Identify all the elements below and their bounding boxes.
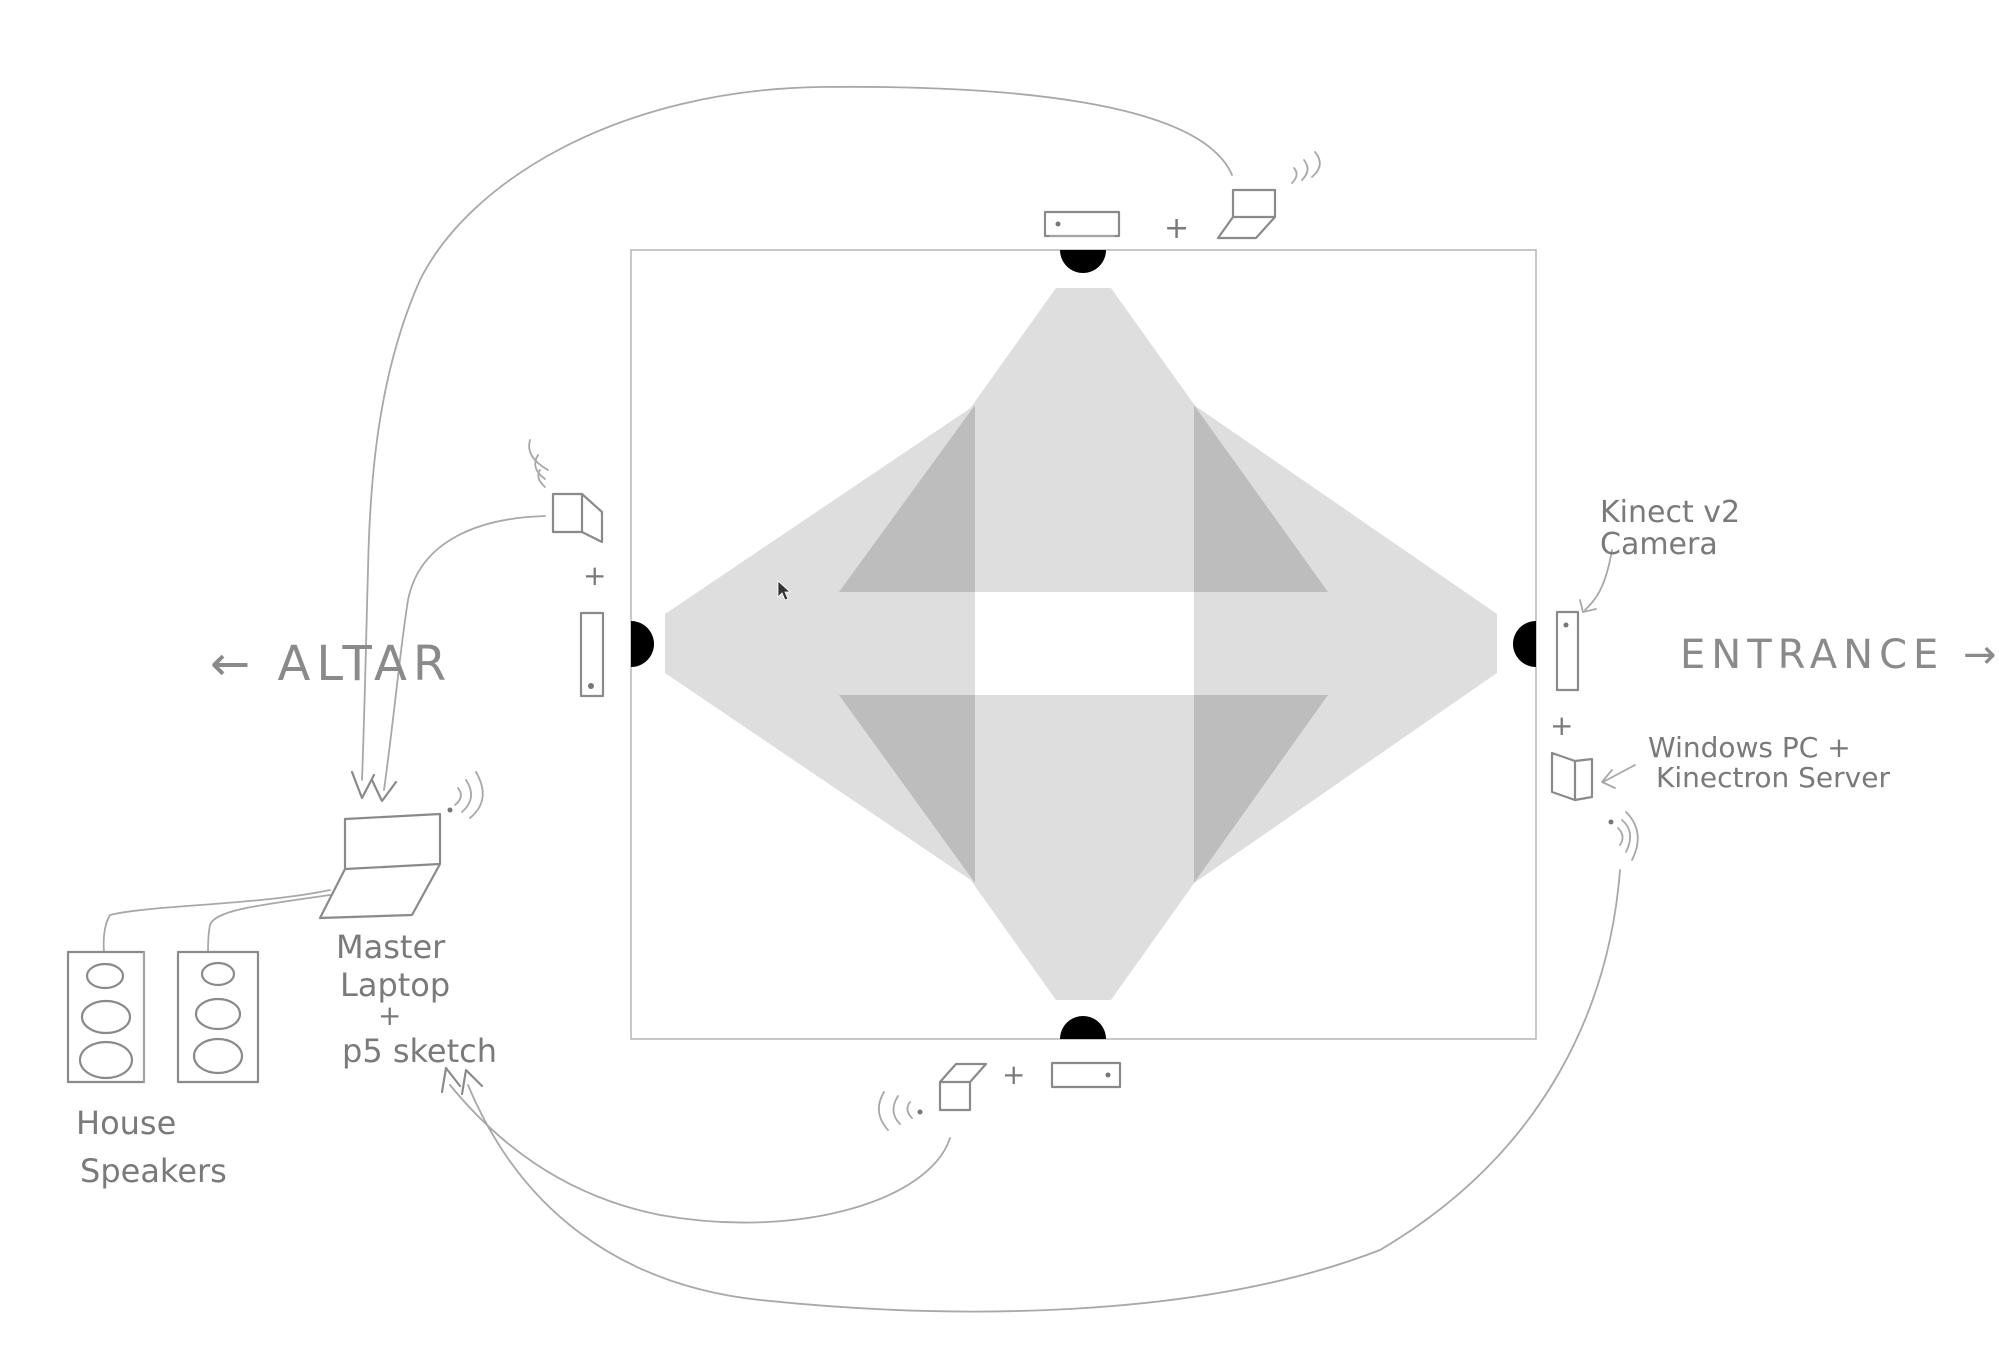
right-plus: + xyxy=(1550,709,1573,742)
right-wifi-icon xyxy=(1617,811,1639,861)
right-wifi-dot xyxy=(1608,819,1614,825)
sensor-right xyxy=(1513,621,1536,667)
connection-lines xyxy=(102,85,1636,1313)
master-laptop-icon xyxy=(318,812,442,920)
windows-label-line1: Windows PC + xyxy=(1648,731,1851,764)
connection-left-to-master xyxy=(383,515,546,791)
bottom-plus: + xyxy=(1002,1058,1025,1091)
overlap-upper-left xyxy=(839,405,975,592)
master-label-line3: + xyxy=(378,999,401,1032)
master-label-line2: Laptop xyxy=(340,966,450,1004)
sensor-left xyxy=(631,621,654,667)
right-kinect-icon xyxy=(1555,610,1580,692)
bottom-wifi-icon xyxy=(878,1091,913,1131)
speaker-right-cone-2 xyxy=(194,997,242,1031)
left-kinect-icon xyxy=(579,611,605,698)
arrowhead-bottom-connection xyxy=(440,1066,462,1094)
overlap-upper-right xyxy=(1194,405,1328,592)
bottom-kinect-icon xyxy=(1050,1061,1122,1089)
speaker-left-cone-1 xyxy=(85,962,125,990)
kinect-label-line2: Camera xyxy=(1600,527,1718,562)
master-wifi-icon xyxy=(454,771,484,819)
center-clear-zone xyxy=(975,592,1194,695)
right-pc-icon xyxy=(1550,751,1594,802)
sensor-top xyxy=(1060,250,1106,273)
entrance-label: ENTRANCE → xyxy=(1680,632,1999,678)
speaker-right-icon xyxy=(176,950,260,1084)
cable-speaker-right xyxy=(207,894,331,953)
coverage-fields xyxy=(665,288,1497,1000)
left-station: + xyxy=(528,439,606,698)
labels: ← ALTAR ENTRANCE → Kinect v2 Camera Wind… xyxy=(76,495,1999,1190)
kinect-label-pointer xyxy=(1579,549,1613,613)
master-wifi-dot xyxy=(447,807,453,813)
arrowhead-top-connection xyxy=(350,770,376,800)
altar-label: ← ALTAR xyxy=(210,636,452,692)
left-kinect-dot xyxy=(588,683,594,689)
right-kinect-dot xyxy=(1563,622,1569,628)
master-label-line4: p5 sketch xyxy=(342,1032,497,1070)
arrowhead-right-connection xyxy=(460,1068,484,1096)
top-plus: + xyxy=(1164,211,1189,246)
bottom-kinect-dot xyxy=(1105,1072,1111,1078)
speaker-right-cone-1 xyxy=(200,961,236,987)
speakers-label-line1: House xyxy=(76,1104,176,1142)
master-label-line1: Master xyxy=(336,928,446,966)
kinect-label-line1: Kinect v2 xyxy=(1600,495,1740,530)
sensor-markers xyxy=(631,250,1536,1039)
left-plus: + xyxy=(583,559,606,592)
top-station: + xyxy=(1043,151,1321,246)
speakers xyxy=(66,950,260,1084)
top-laptop-icon xyxy=(1216,188,1277,240)
cable-speaker-left xyxy=(102,889,331,953)
speakers-label-line2: Speakers xyxy=(80,1152,227,1190)
mouse-cursor-icon xyxy=(777,580,792,601)
arrowhead-left-connection xyxy=(370,778,398,803)
connection-top-to-master xyxy=(361,85,1233,781)
overlap-lower-left xyxy=(839,695,975,883)
bottom-station: + xyxy=(878,1058,1122,1131)
top-kinect-dot xyxy=(1055,221,1061,227)
windows-label-pointer xyxy=(1601,764,1636,789)
sensor-bottom xyxy=(1060,1016,1106,1039)
bottom-wifi-dot xyxy=(917,1109,923,1115)
left-pc-icon xyxy=(551,492,604,544)
speaker-right-cone-3 xyxy=(192,1037,244,1075)
right-station: + xyxy=(1550,610,1639,861)
top-wifi-icon xyxy=(1291,151,1321,184)
connection-bottom-to-master xyxy=(449,1084,951,1224)
overlap-lower-right xyxy=(1194,695,1328,883)
windows-label-line2: Kinectron Server xyxy=(1656,761,1890,794)
speaker-left-cone-3 xyxy=(78,1040,134,1080)
bottom-pc-icon xyxy=(938,1062,988,1112)
left-wifi-icon xyxy=(528,439,549,488)
master-station xyxy=(318,771,484,920)
speaker-left-cone-2 xyxy=(80,999,132,1035)
connection-right-to-master xyxy=(467,869,1621,1313)
